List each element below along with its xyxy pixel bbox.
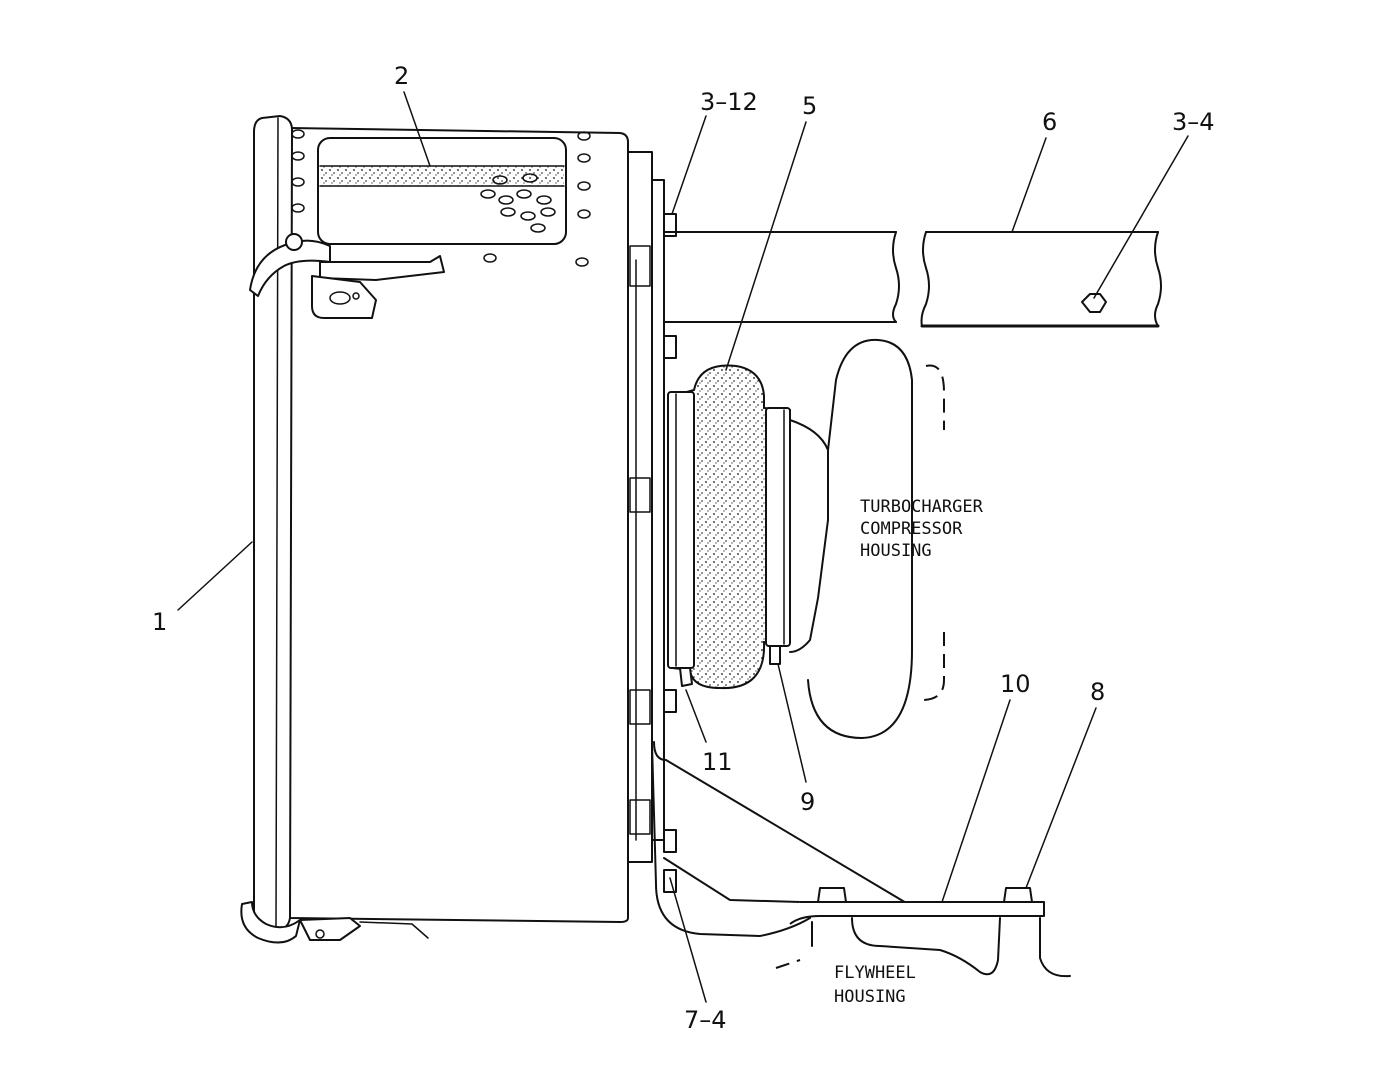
flywheel-note: FLYWHEEL HOUSING: [834, 963, 916, 1007]
mounting-flange: [627, 151, 677, 893]
callout-numbers: 1 2 3–12 5 6 3–4 11 9 10 8 7–4: [152, 62, 1215, 1034]
callout-10: 10: [1000, 670, 1031, 698]
leader-lines: [177, 91, 1189, 1003]
turbo-note-line-2: COMPRESSOR: [860, 519, 963, 539]
rivet-holes: [291, 129, 591, 267]
callout-3-12: 3–12: [700, 88, 758, 116]
callout-1: 1: [152, 608, 167, 636]
top-latch: [249, 233, 445, 319]
callout-8: 8: [1090, 678, 1105, 706]
flywheel-note-line-1: FLYWHEEL: [834, 963, 916, 983]
callout-7-4: 7–4: [684, 1006, 727, 1034]
window-holes: [480, 173, 556, 233]
air-cleaner-housing: [240, 115, 629, 944]
turbocharger-outline: [789, 338, 945, 739]
support-bracket: [651, 741, 1045, 937]
turbo-note-line-3: HOUSING: [860, 541, 932, 561]
bottom-latch: [240, 901, 429, 944]
turbo-note-line-1: TURBOCHARGER: [860, 497, 984, 517]
callout-6: 6: [1042, 108, 1057, 136]
hose-elbow: [667, 364, 791, 690]
flywheel-note-line-2: HOUSING: [834, 987, 906, 1007]
flywheel-housing-outline: [775, 917, 1071, 978]
turbocharger-note: TURBOCHARGER COMPRESSOR HOUSING: [860, 497, 984, 561]
air-tube: [663, 231, 1162, 328]
callout-5: 5: [802, 92, 817, 120]
callout-9: 9: [800, 788, 815, 816]
callout-2: 2: [394, 62, 409, 90]
callout-3-4: 3–4: [1172, 108, 1215, 136]
hex-bolt: [1081, 293, 1107, 313]
callout-11: 11: [702, 748, 733, 776]
